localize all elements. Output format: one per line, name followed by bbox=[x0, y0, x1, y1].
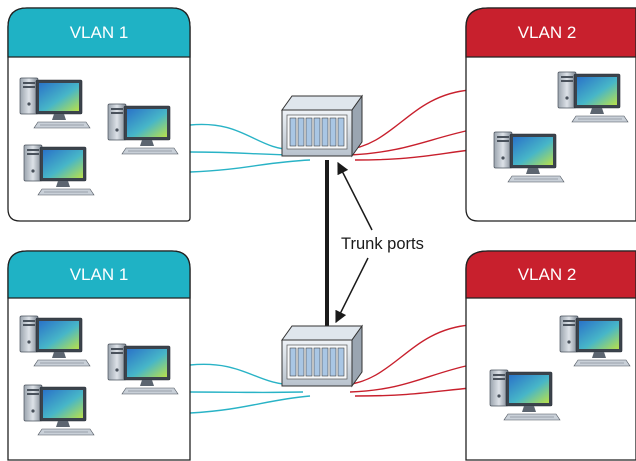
vlan-header-bottom-right bbox=[465, 250, 636, 299]
vlan-panel-bottom-left: VLAN 1 bbox=[7, 250, 191, 461]
network-switch-icon bbox=[281, 325, 363, 387]
vlan-label: VLAN 1 bbox=[70, 23, 129, 42]
cables-top-right bbox=[344, 89, 471, 161]
trunk-ports-label: Trunk ports bbox=[341, 235, 424, 253]
vlan-header-top-left bbox=[7, 7, 191, 58]
vlan-header-bottom-left bbox=[7, 250, 191, 299]
trunk-label-backdrop bbox=[338, 231, 448, 255]
vlan-panel-bottom-right: VLAN 2 bbox=[465, 250, 636, 461]
network-switch-icon bbox=[281, 95, 363, 157]
vlan-label: VLAN 2 bbox=[518, 265, 577, 284]
cables-bottom-right bbox=[344, 324, 471, 397]
arrow-down-icon bbox=[335, 257, 369, 324]
arrow-up-icon bbox=[337, 161, 373, 231]
trunk-annotation: Trunk ports bbox=[335, 161, 448, 324]
vlan-panel-top-left: VLAN 1 bbox=[7, 7, 191, 222]
vlan-label: VLAN 1 bbox=[70, 265, 129, 284]
vlan-header-top-right bbox=[465, 7, 636, 58]
vlan-label: VLAN 2 bbox=[518, 23, 577, 42]
vlan-panel-top-right: VLAN 2 bbox=[465, 7, 636, 222]
